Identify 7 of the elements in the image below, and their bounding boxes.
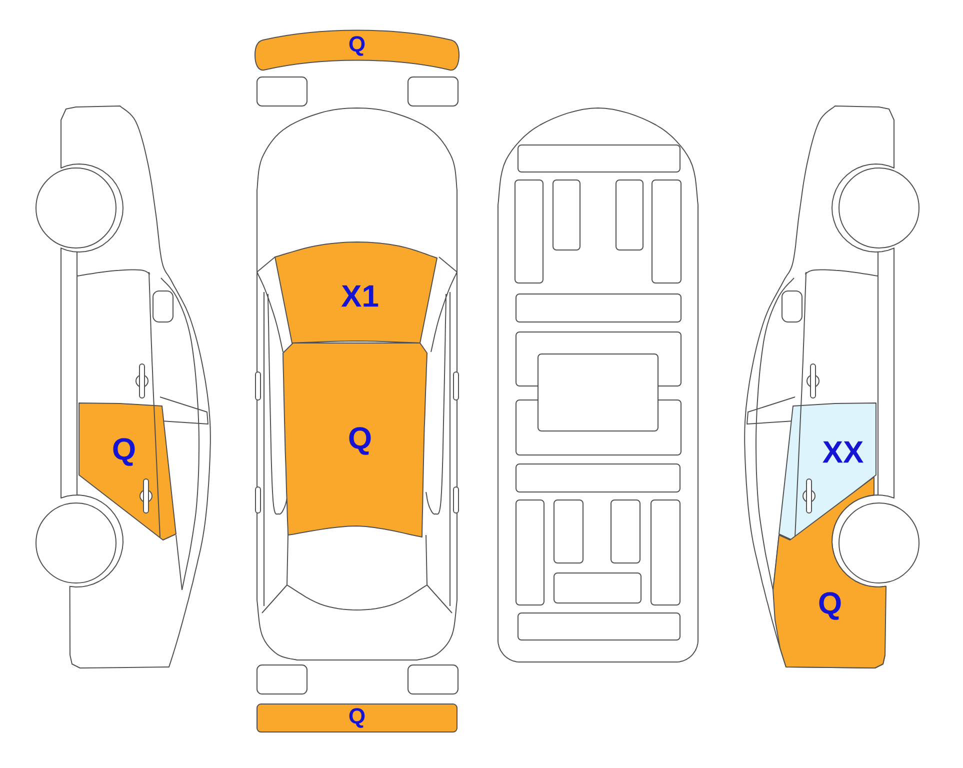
- door-panel: XX: [778, 402, 877, 540]
- rear-bumper: Q: [256, 704, 458, 732]
- roof-panel: Q: [282, 342, 428, 538]
- quarter-panel: Q: [772, 476, 887, 668]
- front-bumper: Q: [254, 30, 460, 71]
- door-panel: Q: [78, 402, 176, 540]
- windshield: X1: [274, 242, 438, 344]
